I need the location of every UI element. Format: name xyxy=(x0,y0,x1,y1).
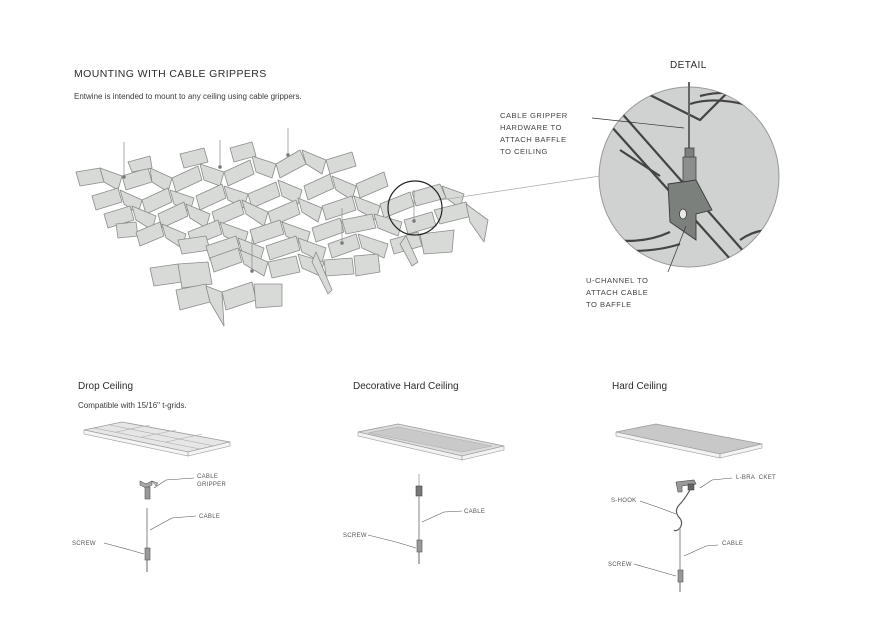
baffle-array xyxy=(75,141,489,327)
section-drop-ceiling-title: Drop Ceiling xyxy=(78,381,134,392)
magnifier-circle xyxy=(387,180,443,236)
section-decorative-hard-ceiling-title: Decorative Hard Ceiling xyxy=(353,381,459,392)
label-cable-2: CABLE xyxy=(464,509,486,515)
label-s-hook: S-HOOK xyxy=(611,498,637,504)
label-screw-3: SCREW xyxy=(608,562,632,568)
baffle-cables xyxy=(122,128,416,273)
label-cable-3: CABLE xyxy=(722,541,744,547)
label-screw-1: SCREW xyxy=(72,541,96,547)
detail-view xyxy=(598,82,780,268)
label-l-bracket: L-BRA CKET xyxy=(736,475,776,481)
label-cable-1: CABLE xyxy=(199,514,221,520)
detail-callout-top: CABLE GRIPPER HARDWARE TO ATTACH BAFFLE … xyxy=(500,111,568,156)
section-drop-ceiling-note: Compatible with 15/16" t-grids. xyxy=(78,401,187,410)
drop-ceiling-illustration xyxy=(83,421,231,572)
magnifier-connector xyxy=(440,175,601,201)
main-title: MOUNTING WITH CABLE GRIPPERS xyxy=(74,68,267,80)
label-cable-gripper: CABLE GRIPPER xyxy=(197,474,227,488)
section-hard-ceiling-title: Hard Ceiling xyxy=(612,381,668,392)
hard-ceiling-illustration xyxy=(615,423,763,592)
decorative-hard-ceiling-illustration xyxy=(357,423,505,564)
detail-title: DETAIL xyxy=(670,60,707,71)
label-screw-2: SCREW xyxy=(343,533,367,539)
main-subtitle: Entwine is intended to mount to any ceil… xyxy=(74,92,302,101)
detail-callout-bottom: U-CHANNEL TO ATTACH CABLE TO BAFFLE xyxy=(586,276,649,309)
